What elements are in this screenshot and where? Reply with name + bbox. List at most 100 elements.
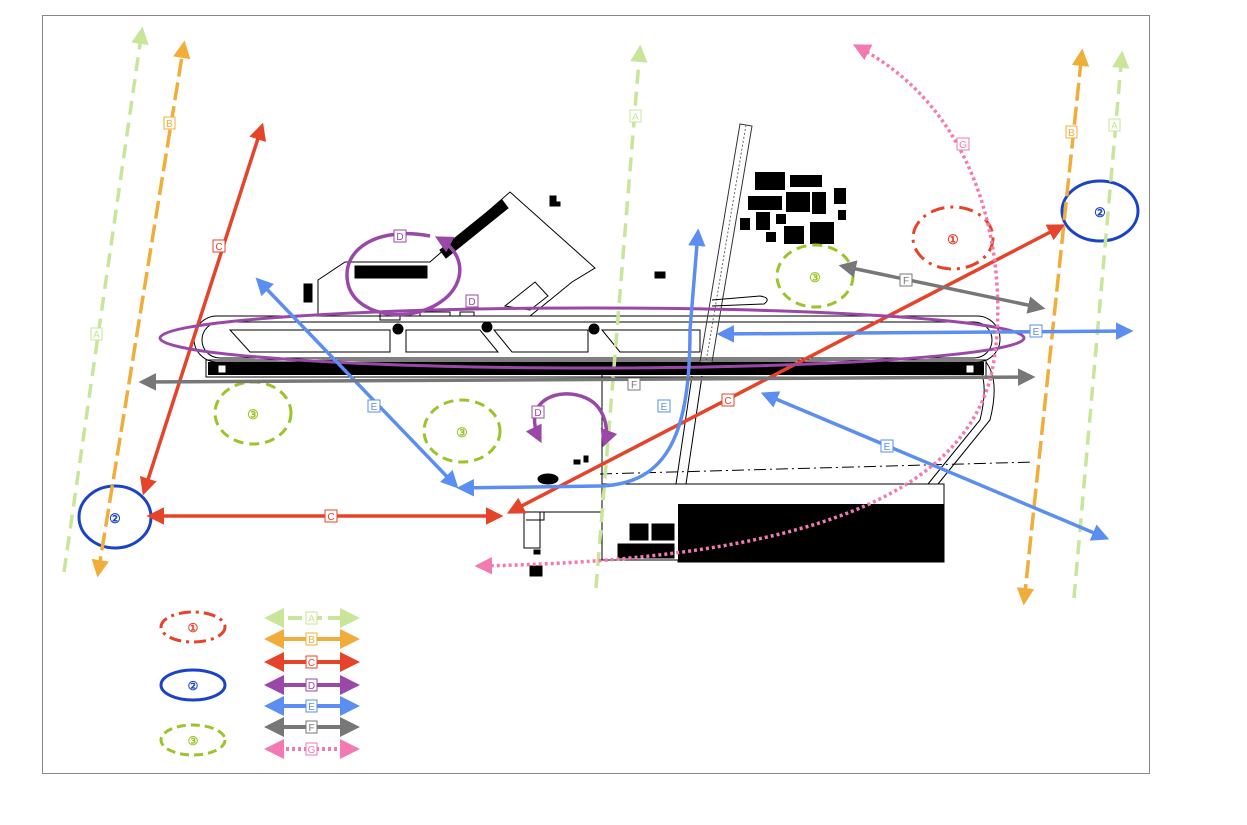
legend-arrow-D-label: D <box>308 681 315 692</box>
airfield-plan <box>193 123 1035 577</box>
tag-F: F <box>903 276 909 287</box>
legend-zone2-label: ② <box>188 679 199 693</box>
south-building <box>629 523 649 541</box>
junction-dot <box>481 321 493 333</box>
arrow-D-loop <box>525 392 618 448</box>
legend-zone1-symbol <box>159 610 227 644</box>
south-terminal <box>678 504 944 562</box>
north-small-building <box>303 283 313 303</box>
legend-zone3-symbol <box>159 723 227 757</box>
south-building <box>651 523 675 541</box>
tag-F-box <box>627 377 641 391</box>
runway-end-marker <box>965 364 975 374</box>
tag-E-box <box>1029 324 1043 338</box>
arrow-A <box>62 26 149 573</box>
legend-arrow-F-label: F <box>308 723 314 734</box>
legend-arrow-C: C <box>264 652 360 672</box>
tag-A-box <box>1108 118 1121 132</box>
north-access-road-hatch <box>705 124 747 363</box>
arrow-F <box>138 368 1036 391</box>
legend-zone1-label: ① <box>188 621 199 635</box>
boundary-line <box>599 461 1035 475</box>
north-small-building <box>549 195 561 207</box>
taxiway-block-2 <box>405 329 500 353</box>
south-building <box>573 455 589 465</box>
tag-D-box <box>465 294 479 308</box>
south-building <box>537 473 559 485</box>
legend-arrow-D: D <box>264 675 360 695</box>
tag-D: D <box>468 297 475 308</box>
tag-D-box <box>393 229 407 243</box>
tag-E-box <box>657 399 671 413</box>
tag-E: E <box>1033 327 1040 338</box>
tag-A-box <box>629 109 642 123</box>
junction-dot <box>392 323 404 335</box>
tag-E-box <box>880 439 894 453</box>
tag-E: E <box>371 402 378 413</box>
north-access-road <box>699 123 753 363</box>
zone-labels: ① ② ② ③ ③ ③ <box>109 205 1106 526</box>
legend-arrow-G-label: G <box>308 745 316 756</box>
south-building <box>529 565 543 577</box>
east-taxiway <box>937 361 995 485</box>
legend: ① ② ③ A B C D E <box>159 608 360 759</box>
south-building <box>533 549 541 555</box>
north-apron-inner <box>503 281 549 311</box>
legend-arrow-A-label: A <box>308 614 315 625</box>
legend-zone3-label: ③ <box>188 734 199 748</box>
diagram-frame <box>42 15 1150 774</box>
zone1-label: ① <box>947 232 959 247</box>
zone3-label: ③ <box>809 270 821 285</box>
tag-C-box <box>324 509 338 523</box>
tag-C: C <box>327 512 334 523</box>
north-hangar <box>354 265 428 279</box>
tag-C-box <box>212 239 226 253</box>
tag-G: G <box>959 140 967 151</box>
north-small-building <box>654 271 666 279</box>
tag-B: B <box>1068 128 1075 139</box>
arrow-A <box>1072 50 1130 599</box>
zone2-label: ② <box>1094 205 1106 220</box>
south-apron <box>523 370 603 549</box>
legend-arrow-C-label: C <box>308 658 315 669</box>
flow-arrows <box>62 26 1134 606</box>
tag-E-box <box>367 399 381 413</box>
tag-G-box <box>956 137 970 151</box>
east-road-stub <box>711 295 768 307</box>
tag-D-box <box>531 405 545 419</box>
tag-A: A <box>1111 121 1118 132</box>
tag-E: E <box>661 402 668 413</box>
zone2-label: ② <box>109 511 121 526</box>
tag-C-box <box>721 393 735 407</box>
tag-C: C <box>215 242 222 253</box>
taxiway-block-3 <box>492 329 589 353</box>
legend-arrow-A: A <box>264 608 360 628</box>
legend-arrow-E-label: E <box>308 702 315 713</box>
village-buildings <box>740 172 846 244</box>
legend-arrow-F: F <box>264 717 360 737</box>
south-access-road <box>685 375 703 485</box>
tag-C: C <box>724 396 731 407</box>
legend-arrow-E: E <box>264 696 360 716</box>
tag-B: B <box>166 119 173 130</box>
legend-zone2-symbol <box>159 668 227 702</box>
tag-D: D <box>396 232 403 243</box>
tag-E: E <box>884 442 891 453</box>
tag-A-box <box>90 327 103 341</box>
tag-B-box <box>163 116 176 130</box>
zone3-label: ③ <box>456 425 468 440</box>
tag-F-box <box>899 273 913 287</box>
runway-end-marker <box>217 364 227 374</box>
junction-dot <box>588 323 600 335</box>
legend-arrow-B: B <box>264 629 360 649</box>
tag-B-box <box>1065 125 1078 139</box>
tag-D: D <box>534 408 541 419</box>
tag-A: A <box>93 330 100 341</box>
legend-arrow-B-label: B <box>308 635 315 646</box>
arrow-C <box>139 122 267 496</box>
arrow-tags: A A A B B C C C D D D E E E E F <box>90 109 1121 523</box>
zone3-label: ③ <box>247 407 259 422</box>
arrow-E <box>716 322 1134 343</box>
